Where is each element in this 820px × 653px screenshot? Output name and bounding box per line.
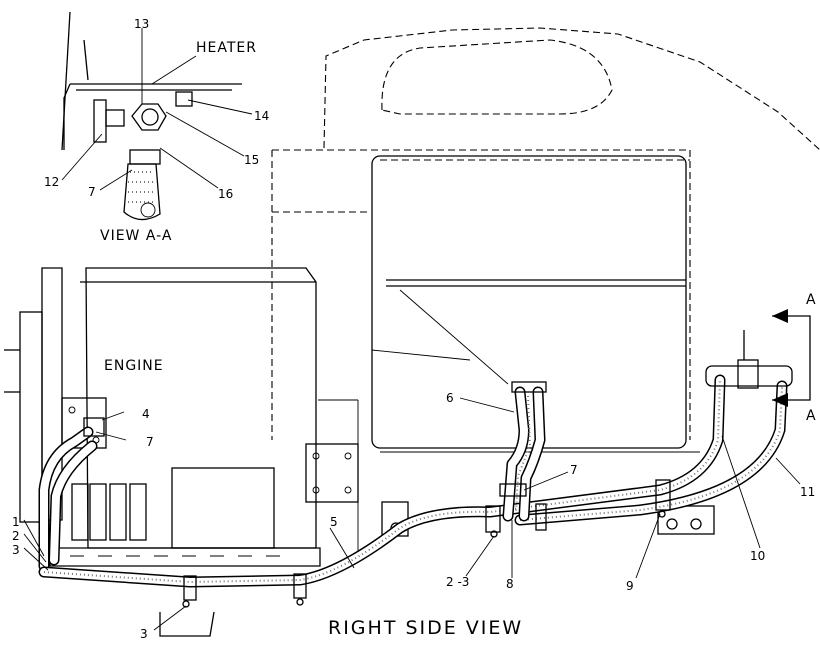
diagram-labels: HEATER VIEW A-A ENGINE RIGHT SIDE VIEW A… (100, 40, 817, 639)
view-aa-detail (61, 11, 253, 221)
clamps (83, 330, 793, 608)
callout-numbers: 13 14 15 12 7 16 4 7 1 2 3 3 5 6 7 2 -3 … (12, 17, 815, 641)
callout-2-3: 2 -3 (446, 575, 469, 589)
callout-13: 13 (134, 17, 149, 31)
label-section-a-top: A (806, 292, 817, 308)
leader-lines (23, 397, 801, 631)
engine-outline (4, 267, 359, 637)
callout-4: 4 (142, 407, 150, 421)
callout-7-mid: 7 (570, 463, 578, 477)
callout-9: 9 (626, 579, 634, 593)
hose-assembly (38, 374, 788, 588)
callout-5: 5 (330, 515, 338, 529)
tank-outline (371, 155, 687, 449)
label-engine: ENGINE (104, 358, 164, 374)
callout-16: 16 (218, 187, 233, 201)
label-heater: HEATER (196, 40, 257, 56)
label-right-side-view: RIGHT SIDE VIEW (328, 617, 523, 639)
callout-2: 2 (12, 529, 20, 543)
callout-8: 8 (506, 577, 514, 591)
callout-11: 11 (800, 485, 815, 499)
callout-7-detail: 7 (88, 185, 96, 199)
callout-10: 10 (750, 549, 765, 563)
callout-3-bottom: 3 (140, 627, 148, 641)
callout-15: 15 (244, 153, 259, 167)
callout-1: 1 (12, 515, 20, 529)
callout-6: 6 (446, 391, 454, 405)
callout-12: 12 (44, 175, 59, 189)
callout-14: 14 (254, 109, 269, 123)
label-section-a-bottom: A (806, 408, 817, 424)
callout-7-engine: 7 (146, 435, 154, 449)
label-view-aa: VIEW A-A (100, 228, 172, 244)
cab-outline (271, 27, 820, 440)
section-a-marker (772, 309, 811, 407)
callout-3-left: 3 (12, 543, 20, 557)
